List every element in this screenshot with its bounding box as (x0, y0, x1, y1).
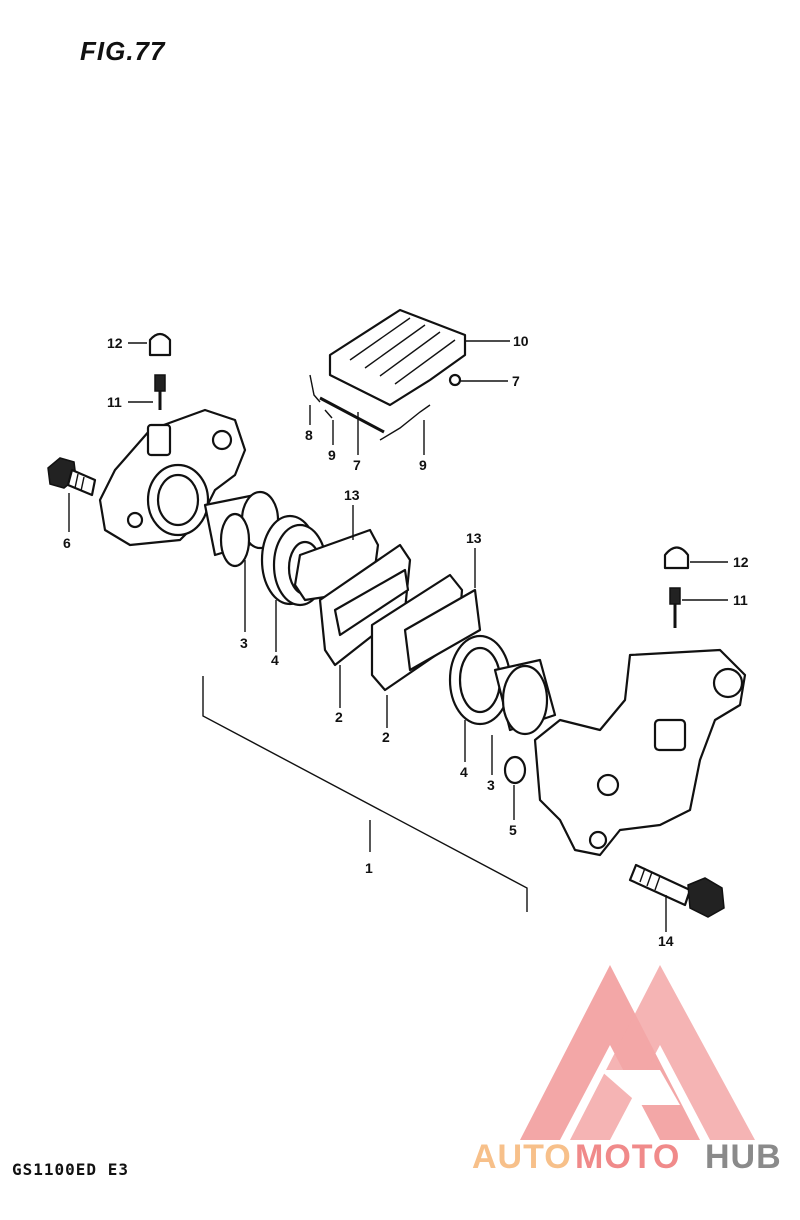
watermark-text: AUTO MOTO HUB (472, 1138, 782, 1176)
callout-11-left: 11 (107, 394, 122, 410)
pad-pins-and-clips (309, 373, 462, 441)
callout-9-left: 9 (328, 447, 336, 463)
callout-2-right: 2 (382, 729, 390, 745)
right-brake-pads (370, 573, 482, 692)
callout-12-left: 12 (107, 335, 123, 351)
assembly-bracket (202, 676, 528, 912)
watermark-logo (520, 965, 755, 1140)
right-caliper-body (533, 648, 747, 857)
callout-3-right: 3 (487, 777, 495, 793)
callout-12-right: 12 (733, 554, 749, 570)
callout-4-right: 4 (460, 764, 468, 780)
callout-2-left: 2 (335, 709, 343, 725)
callout-13-right: 13 (466, 530, 482, 546)
leader-lines (68, 340, 728, 932)
callout-7-bottom: 7 (353, 457, 361, 473)
left-brake-pads (293, 528, 412, 667)
bleeder-valve-11-left (154, 374, 166, 410)
bleeder-valve-11-right (669, 587, 681, 628)
model-code-label: GS1100ED E3 (12, 1160, 129, 1179)
bolt-6 (47, 457, 97, 497)
callout-6: 6 (63, 535, 71, 551)
bleeder-cap-12-left (148, 332, 172, 357)
callout-1: 1 (365, 860, 373, 876)
watermark-word-auto: AUTO (472, 1138, 572, 1176)
callout-11-right: 11 (733, 592, 748, 608)
watermark-word-hub: HUB (705, 1138, 782, 1176)
callout-5: 5 (509, 822, 517, 838)
callout-14: 14 (658, 933, 674, 949)
bleeder-cap-12-right (663, 546, 690, 570)
watermark-word-moto: MOTO (575, 1138, 680, 1176)
right-piston-set (448, 634, 557, 785)
callout-10: 10 (513, 333, 529, 349)
bolt-14 (628, 863, 725, 918)
pad-cover-10 (328, 308, 467, 407)
callout-7-right: 7 (512, 373, 520, 389)
callout-4-left: 4 (271, 652, 279, 668)
figure-title: FIG.77 (80, 36, 166, 66)
callout-8: 8 (305, 427, 313, 443)
callout-3-left: 3 (240, 635, 248, 651)
left-caliper-body (98, 408, 247, 547)
callout-9-right: 9 (419, 457, 427, 473)
callout-labels: 1 2 2 3 3 4 4 5 6 7 7 8 9 9 10 11 11 12 … (63, 333, 749, 949)
callout-13-left: 13 (344, 487, 360, 503)
